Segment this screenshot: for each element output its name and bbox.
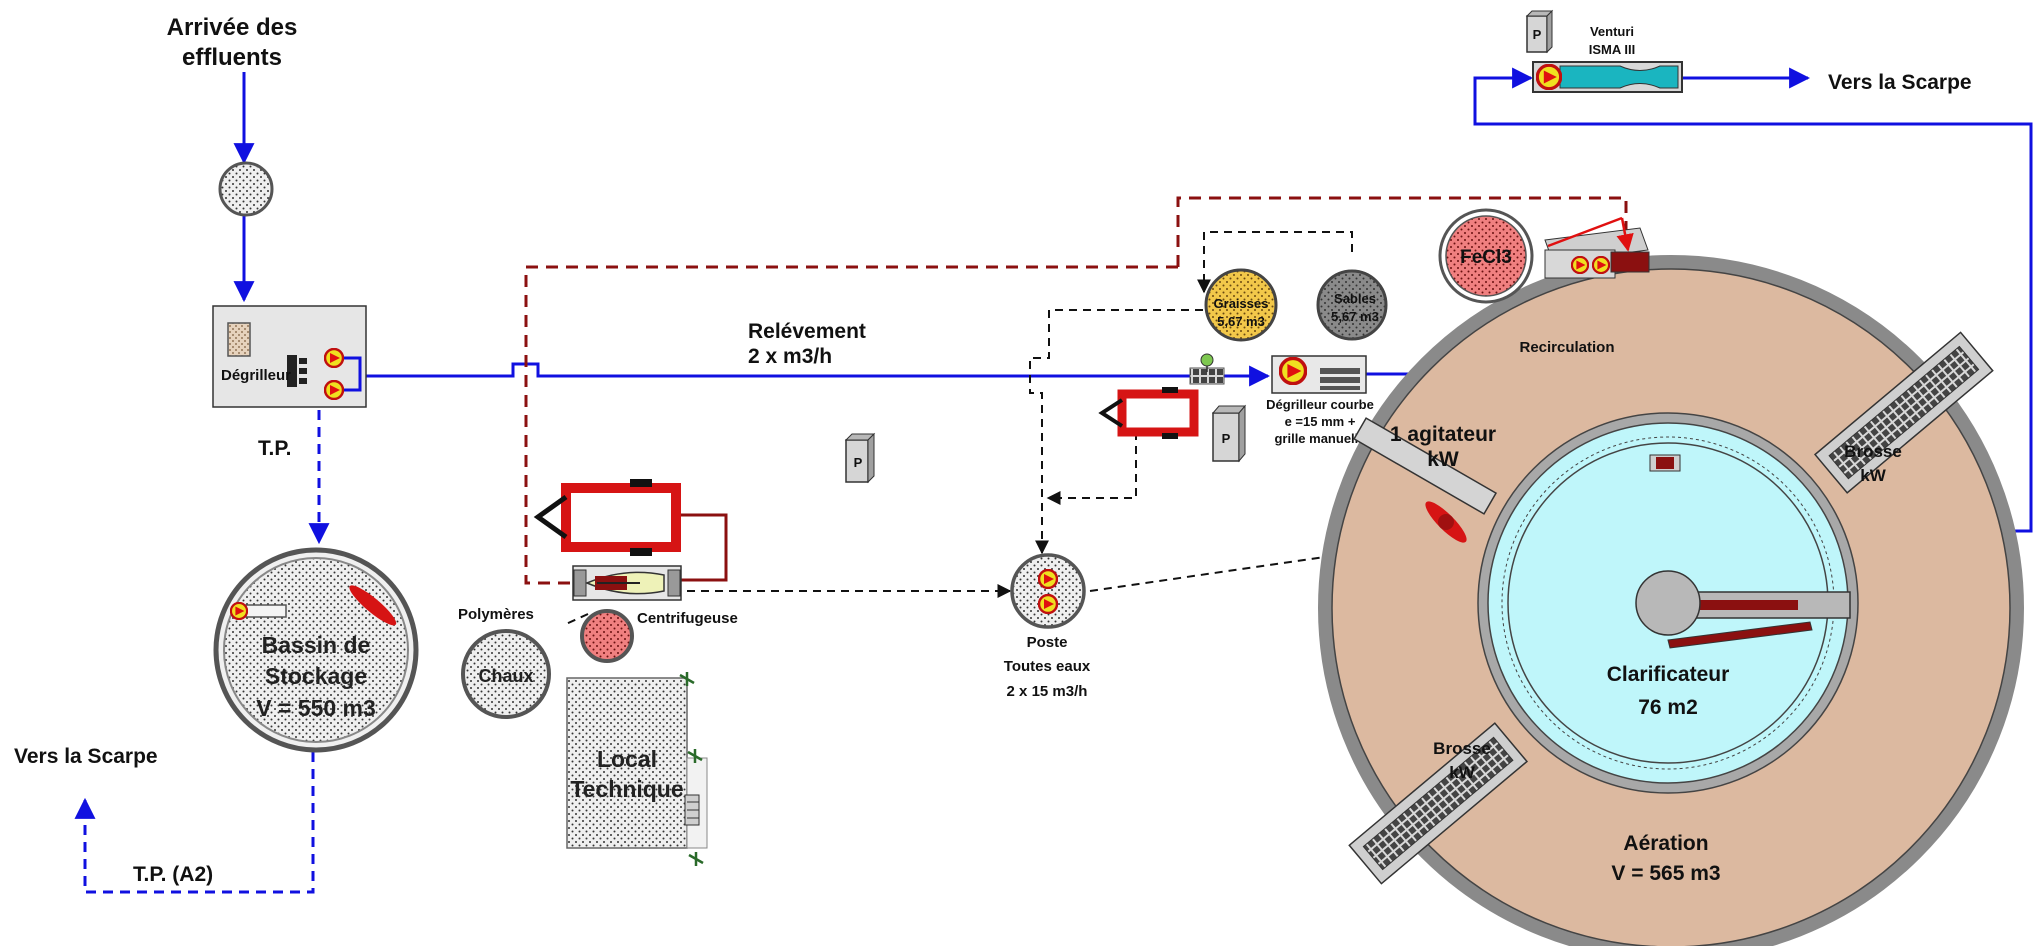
local-label-line2: Technique <box>570 776 683 802</box>
degrilleur-courbe-label-line3: grille manuelle <box>1274 431 1365 446</box>
sables-label-line1: Sables <box>1334 291 1376 306</box>
control-cabinet-venturi: P <box>1525 9 1554 54</box>
venturi-label-line2: ISMA III <box>1589 42 1635 57</box>
fecl3-dosing-skid <box>1544 216 1650 279</box>
control-cabinet-right: P <box>1211 404 1247 463</box>
poste-toutes-eaux <box>1010 553 1086 629</box>
relevement-label-line1: Relévement <box>748 320 866 343</box>
poste-label-line1: Poste <box>1027 634 1068 651</box>
degrilleur-courbe-drive-icon <box>1279 357 1307 385</box>
clarifier <box>1477 412 1859 794</box>
degrilleur-building <box>212 305 367 408</box>
relevement-label-line2: 2 x m3/h <box>748 345 832 368</box>
p-badge-venturi: P <box>1533 27 1542 42</box>
poste-pump-1-icon <box>1038 569 1058 589</box>
brosse-left-label-line2: kW <box>1449 763 1475 782</box>
aeration-label-line2: V = 565 m3 <box>1611 862 1720 885</box>
graisses-label-line1: Graisses <box>1214 296 1269 311</box>
degrilleur-courbe-label-line1: Dégrilleur courbe <box>1266 397 1374 412</box>
aeration-label-line1: Aération <box>1623 832 1708 855</box>
graisses-tank <box>1204 268 1278 342</box>
graisses-label-line2: 5,67 m3 <box>1217 314 1265 329</box>
sludge-to-centrifuge-pipe <box>524 265 1178 585</box>
polymer-tank <box>580 609 634 663</box>
fecl3-pump-1-icon <box>1571 256 1589 274</box>
flowmeter-icon <box>1189 353 1225 385</box>
sludge-trailer-right <box>1098 387 1199 439</box>
polymeres-label: Polymères <box>458 606 534 623</box>
clarifier-scraper-bridge <box>1635 570 1851 649</box>
poste-to-aeration-line <box>1089 545 1368 592</box>
degrilleur-courbe <box>1271 355 1367 394</box>
sludge-trailer-left <box>533 479 681 556</box>
brosse-left-label-line1: Brosse <box>1433 739 1491 758</box>
grease-to-poste-line <box>1029 309 1245 555</box>
fecl3-pump-2-icon <box>1592 256 1610 274</box>
brosse-right-label-line1: Brosse <box>1844 442 1902 461</box>
local-label-line1: Local <box>597 746 657 772</box>
agitateur-label-line2: kW <box>1427 448 1459 471</box>
clarificateur-label-line1: Clarificateur <box>1607 663 1730 686</box>
storage-mixer-icon <box>349 585 397 626</box>
agitator-arm <box>1353 417 1498 515</box>
screenings-bin <box>227 322 251 357</box>
poste-pump-2-icon <box>1038 594 1058 614</box>
brosse-left-rotor <box>1348 722 1529 885</box>
inlet-label-line1: Arrivée des <box>167 14 298 41</box>
centrifuge <box>572 565 682 601</box>
tp-a2-label: T.P. (A2) <box>133 863 213 886</box>
storage-basin <box>213 547 419 753</box>
local-technique-building <box>566 672 708 866</box>
inlet-label-line2: effluents <box>182 44 282 71</box>
sables-tank <box>1316 269 1388 341</box>
p-badge-center: P <box>854 455 863 470</box>
venturi-sensor-icon <box>1536 64 1562 90</box>
control-cabinet-center: P <box>844 432 876 484</box>
sands-return-line <box>1197 231 1353 294</box>
water-lines-dashed <box>74 410 330 894</box>
outlet-left-label: Vers la Scarpe <box>14 745 158 768</box>
poste-label-line3: 2 x 15 m3/h <box>1007 683 1088 700</box>
venturi-flume <box>1532 61 1683 93</box>
storage-overflow-pipe <box>74 752 315 894</box>
lift-pump-2-icon <box>324 380 344 400</box>
centrifugeuse-label: Centrifugeuse <box>637 610 738 627</box>
lime-silo <box>461 629 551 719</box>
sables-label-line2: 5,67 m3 <box>1331 309 1379 324</box>
fan-icon <box>679 672 704 866</box>
brosse-right-rotor <box>1813 331 1994 494</box>
inlet-manhole <box>218 161 274 217</box>
sludge-recirculation-pipe <box>1176 196 1628 267</box>
trailer-to-poste-line <box>1046 432 1137 505</box>
storage-pump-icon <box>230 602 287 620</box>
fecl3-label: FeCl3 <box>1460 247 1512 268</box>
tp-top-label: T.P. <box>258 437 291 460</box>
drain-lines <box>565 231 1368 625</box>
storage-label-line1: Bassin de <box>262 632 371 658</box>
brosse-right-label-line2: kW <box>1860 466 1886 485</box>
p-badge-right: P <box>1222 431 1231 446</box>
storage-label-line2: Stockage <box>265 663 367 689</box>
agitateur-label-line1: 1 agitateur <box>1390 423 1496 446</box>
venturi-label-line1: Venturi <box>1590 24 1634 39</box>
outlet-right-label: Vers la Scarpe <box>1828 71 1972 94</box>
fecl3-tank <box>1438 208 1534 304</box>
clarificateur-label-line2: 76 m2 <box>1638 696 1698 719</box>
lift-pump-1-icon <box>324 348 344 368</box>
chaux-label: Chaux <box>478 666 533 686</box>
polymer-dosing-line <box>565 613 589 625</box>
poste-label-line2: Toutes eaux <box>1004 658 1091 675</box>
recirculation-label: Recirculation <box>1519 339 1614 356</box>
screen-unit <box>287 355 307 387</box>
degrilleur-courbe-label-line2: e =15 mm + <box>1285 414 1356 429</box>
centrifuge-to-trailer-pipe <box>647 504 728 582</box>
degrilleur-label: Dégrilleur <box>221 367 291 384</box>
agitator-propeller-icon <box>1425 501 1467 543</box>
storage-label-line3: V = 550 m3 <box>256 695 376 721</box>
